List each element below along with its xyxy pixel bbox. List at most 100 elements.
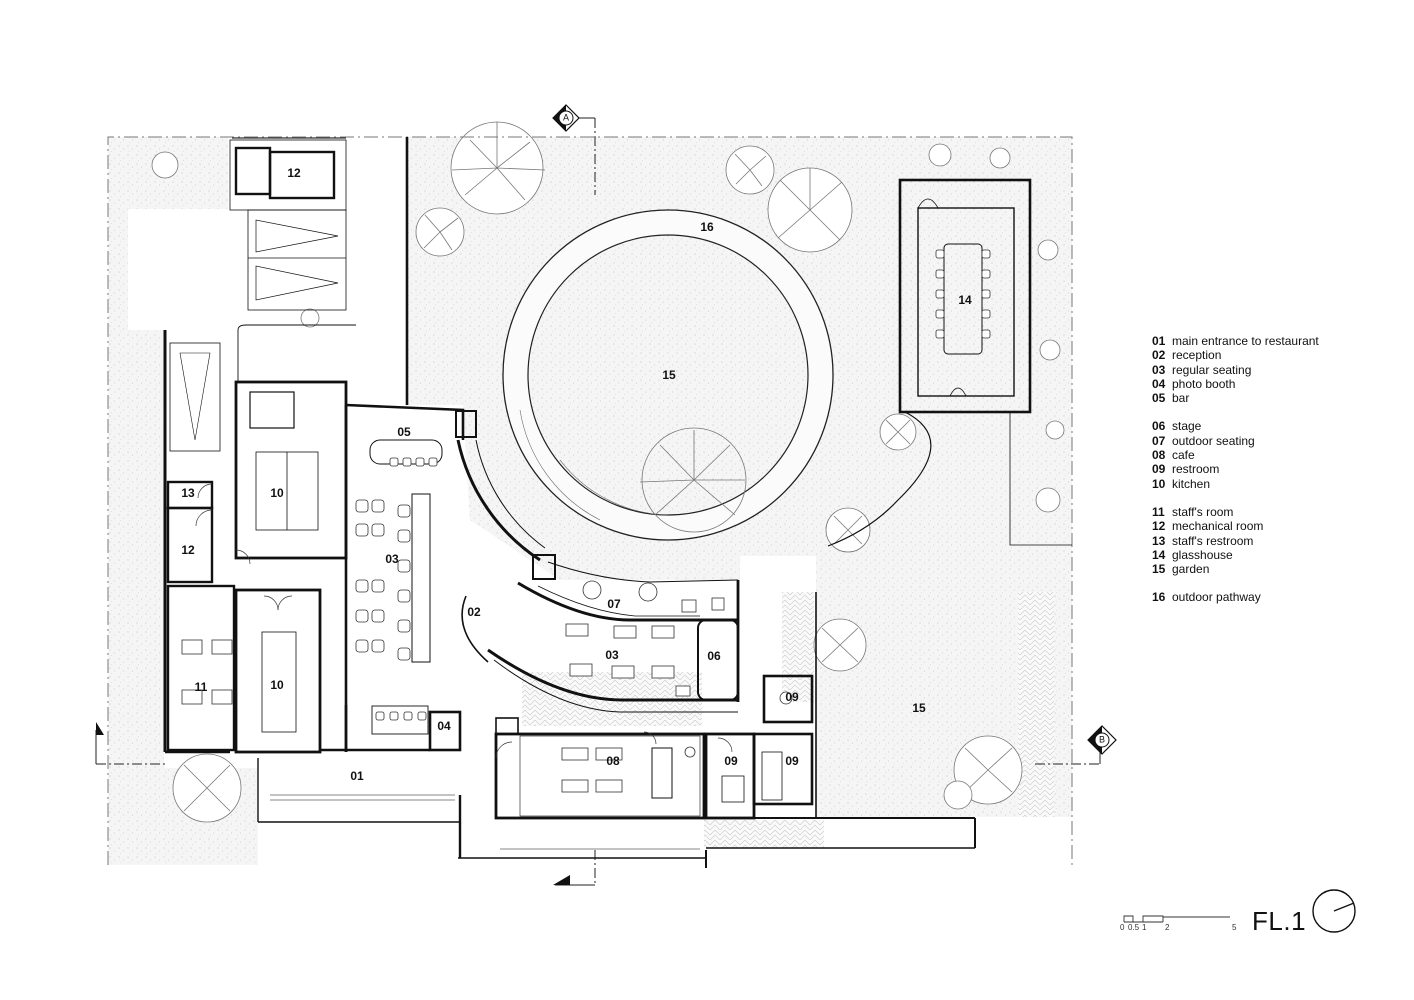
legend-text: outdoor seating <box>1172 433 1255 448</box>
deck-strip-right <box>1018 592 1054 817</box>
room-label-10-lower: 10 <box>270 678 284 692</box>
room-label-09-top: 09 <box>785 690 799 704</box>
room-label-10-upper: 10 <box>270 486 284 500</box>
tree-icon <box>172 753 242 823</box>
tree-icon <box>825 507 871 553</box>
legend-text: photo booth <box>1172 376 1236 391</box>
room-label-12-top: 12 <box>287 166 301 180</box>
room-label-09-left: 09 <box>724 754 738 768</box>
room-label-03-wing: 03 <box>605 648 619 662</box>
legend-item: 07 outdoor seating <box>1152 434 1319 448</box>
legend-item: 11 staff's room <box>1152 505 1319 519</box>
room-label-01: 01 <box>350 769 364 783</box>
legend-number: 15 <box>1152 562 1166 577</box>
room-label-04: 04 <box>437 719 451 733</box>
legend-text: bar <box>1172 391 1190 406</box>
deck-strip-mid <box>782 592 814 702</box>
legend-number: 06 <box>1152 419 1166 434</box>
room-label-15-right: 15 <box>912 701 926 715</box>
left-planting-strip <box>108 137 128 865</box>
room-label-07: 07 <box>607 597 621 611</box>
legend-item: 13 staff's restroom <box>1152 534 1319 548</box>
legend-text: kitchen <box>1172 476 1211 491</box>
room-label-02: 02 <box>467 605 481 619</box>
legend-item: 05 bar <box>1152 391 1319 405</box>
tree-icon <box>767 167 853 253</box>
legend-number: 04 <box>1152 376 1166 391</box>
room-label-06: 06 <box>707 649 721 663</box>
room-label-12: 12 <box>181 543 195 557</box>
room-label-05: 05 <box>397 425 411 439</box>
tree-icon <box>953 735 1023 805</box>
legend-item: 04 photo booth <box>1152 377 1319 391</box>
legend-text: garden <box>1172 562 1210 577</box>
section-arrow-b-left <box>96 722 104 735</box>
legend-text: restroom <box>1172 462 1220 477</box>
tree-icon <box>415 207 465 257</box>
scale-label-0: 0 <box>1120 923 1125 932</box>
legend-number: 05 <box>1152 391 1166 406</box>
room-label-14: 14 <box>958 293 972 307</box>
room-labels: 12 16 14 15 05 13 10 12 03 07 02 03 06 1… <box>181 166 972 783</box>
legend-group: 11 staff's room 12 mechanical room 13 staff's… <box>1152 505 1319 576</box>
room-label-11: 11 <box>195 680 208 694</box>
legend-number: 13 <box>1152 533 1166 548</box>
legend-number: 16 <box>1152 590 1166 605</box>
room-label-13: 13 <box>181 486 195 500</box>
legend-number: 02 <box>1152 348 1166 363</box>
legend: 01 main entrance to restaurant 02 reception… <box>1152 334 1319 619</box>
section-marker-b: B <box>1087 725 1117 755</box>
legend-item: 12 mechanical room <box>1152 519 1319 533</box>
legend-text: reception <box>1172 348 1222 363</box>
legend-item: 06 stage <box>1152 419 1319 433</box>
legend-number: 12 <box>1152 519 1166 534</box>
section-marker-a: A <box>552 104 580 132</box>
scale-label-0-5: 0.5 <box>1128 923 1140 932</box>
trees <box>151 121 1065 823</box>
north-arrow-icon <box>1312 889 1356 933</box>
legend-text: staff's room <box>1172 504 1234 519</box>
room-label-09-right: 09 <box>785 754 799 768</box>
legend-number: 10 <box>1152 476 1166 491</box>
legend-item: 15 garden <box>1152 562 1319 576</box>
legend-number: 01 <box>1152 334 1166 348</box>
legend-group: 01 main entrance to restaurant 02 reception… <box>1152 334 1319 405</box>
legend-number: 14 <box>1152 547 1166 562</box>
legend-text: outdoor pathway <box>1172 590 1261 605</box>
floor-title: FL.1 <box>1252 906 1307 936</box>
deck-strip-bottom <box>704 820 824 848</box>
legend-text: glasshouse <box>1172 547 1233 562</box>
tree-icon <box>639 427 747 533</box>
legend-number: 07 <box>1152 433 1166 448</box>
legend-text: regular seating <box>1172 362 1252 377</box>
legend-item: 08 cafe <box>1152 448 1319 462</box>
legend-text: main entrance to restaurant <box>1172 334 1319 348</box>
scale-label-2: 2 <box>1165 923 1170 932</box>
top-left-planting <box>128 137 228 209</box>
legend-item: 10 kitchen <box>1152 477 1319 491</box>
legend-text: stage <box>1172 419 1202 434</box>
doors <box>195 483 733 759</box>
room-label-03-hall: 03 <box>385 552 399 566</box>
legend-text: staff's restroom <box>1172 533 1254 548</box>
legend-item: 02 reception <box>1152 348 1319 362</box>
legend-text: mechanical room <box>1172 519 1264 534</box>
room-label-15-circle: 15 <box>662 368 676 382</box>
furniture <box>181 249 991 793</box>
section-label-b: B <box>1099 734 1105 744</box>
legend-number: 08 <box>1152 448 1166 463</box>
tree-icon <box>879 413 917 451</box>
circular-pathway <box>502 209 834 541</box>
legend-number: 11 <box>1152 504 1165 519</box>
legend-item: 01 main entrance to restaurant <box>1152 334 1319 348</box>
section-arrow-a-bottom <box>553 875 570 885</box>
legend-text: cafe <box>1172 448 1195 463</box>
legend-group: 16 outdoor pathway <box>1152 590 1319 604</box>
tree-icon <box>450 121 546 215</box>
shrub-icon <box>151 143 1065 810</box>
legend-item: 16 outdoor pathway <box>1152 590 1319 604</box>
